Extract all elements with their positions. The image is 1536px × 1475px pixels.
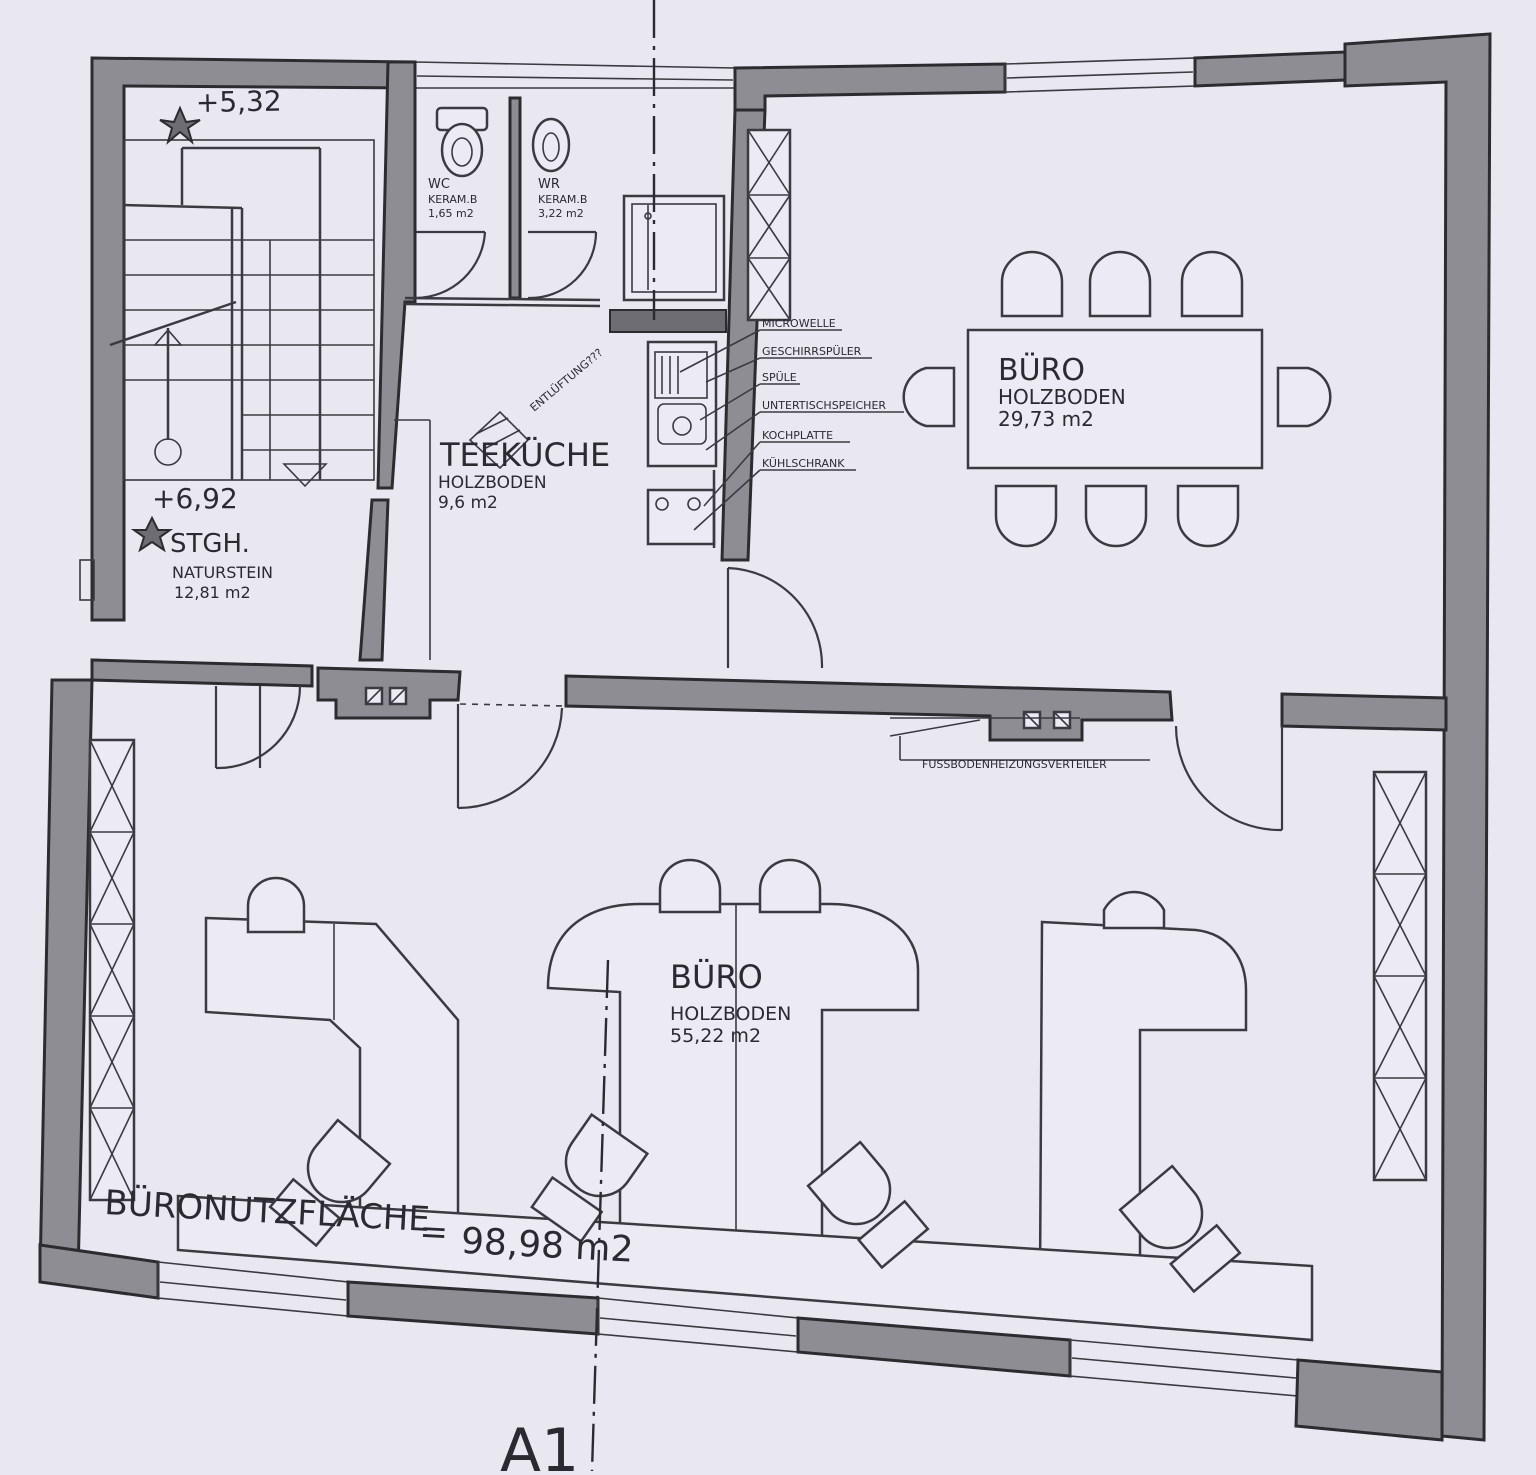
kitchen-label-sink: SPÜLE [762,371,797,384]
desks-large-office [176,858,1314,1342]
level-marker-stair [130,515,174,553]
axis-lines [459,0,656,1472]
wc-area: 1,65 m2 [428,207,474,220]
stair-room-name: STGH. [170,529,250,559]
staircase [79,139,375,601]
stair-floor: NATURSTEIN [172,563,273,582]
shelves [88,128,1428,1202]
kitchen-label-microwave: MICROWELLE [762,317,836,330]
heating-label: FUSSBODENHEIZUNGSVERTEILER [922,758,1107,771]
total-area-value: 98,98 m2 [460,1221,634,1271]
level-top-text: +5,32 [196,85,282,119]
kitchen-label-dishwasher: GESCHIRRSPÜLER [762,345,862,358]
kitchen-label-fridge: KÜHLSCHRANK [762,457,845,470]
wr-name: WR [538,177,560,192]
kitchen-name: TEEKÜCHE [439,436,610,474]
vent-label: ENTLÜFTUNG??? [528,346,606,414]
kitchen-label-hob: KOCHPLATTE [762,429,833,442]
axis-label: A1 [500,1416,579,1471]
office-small-area: 29,73 m2 [998,407,1094,431]
interior-walls [90,60,1448,742]
kitchen-block [394,329,904,669]
kitchen-floor: HOLZBODEN [438,473,547,493]
office-small-floor: HOLZBODEN [998,385,1126,409]
level-marker-top [159,105,201,145]
kitchen-area: 9,6 m2 [438,493,498,513]
wr-area: 3,22 m2 [538,207,584,220]
office-large-floor: HOLZBODEN [670,1003,791,1025]
wc-floor: KERAM.B [428,193,477,206]
sanitary [415,106,727,333]
office-large-area: 55,22 m2 [670,1025,761,1047]
office-small-name: BÜRO [998,352,1085,388]
stair-area: 12,81 m2 [174,583,251,602]
doors [214,685,1284,832]
office-large-name: BÜRO [670,958,763,996]
outer-walls [38,32,1492,1442]
total-area-eq: = [418,1212,449,1253]
kitchen-label-boiler: UNTERTISCHSPEICHER [762,399,886,412]
wr-floor: KERAM.B [538,193,587,206]
level-stair-text: +6,92 [152,482,238,515]
conference-table-set [902,250,1332,548]
wc-name: WC [428,177,450,192]
